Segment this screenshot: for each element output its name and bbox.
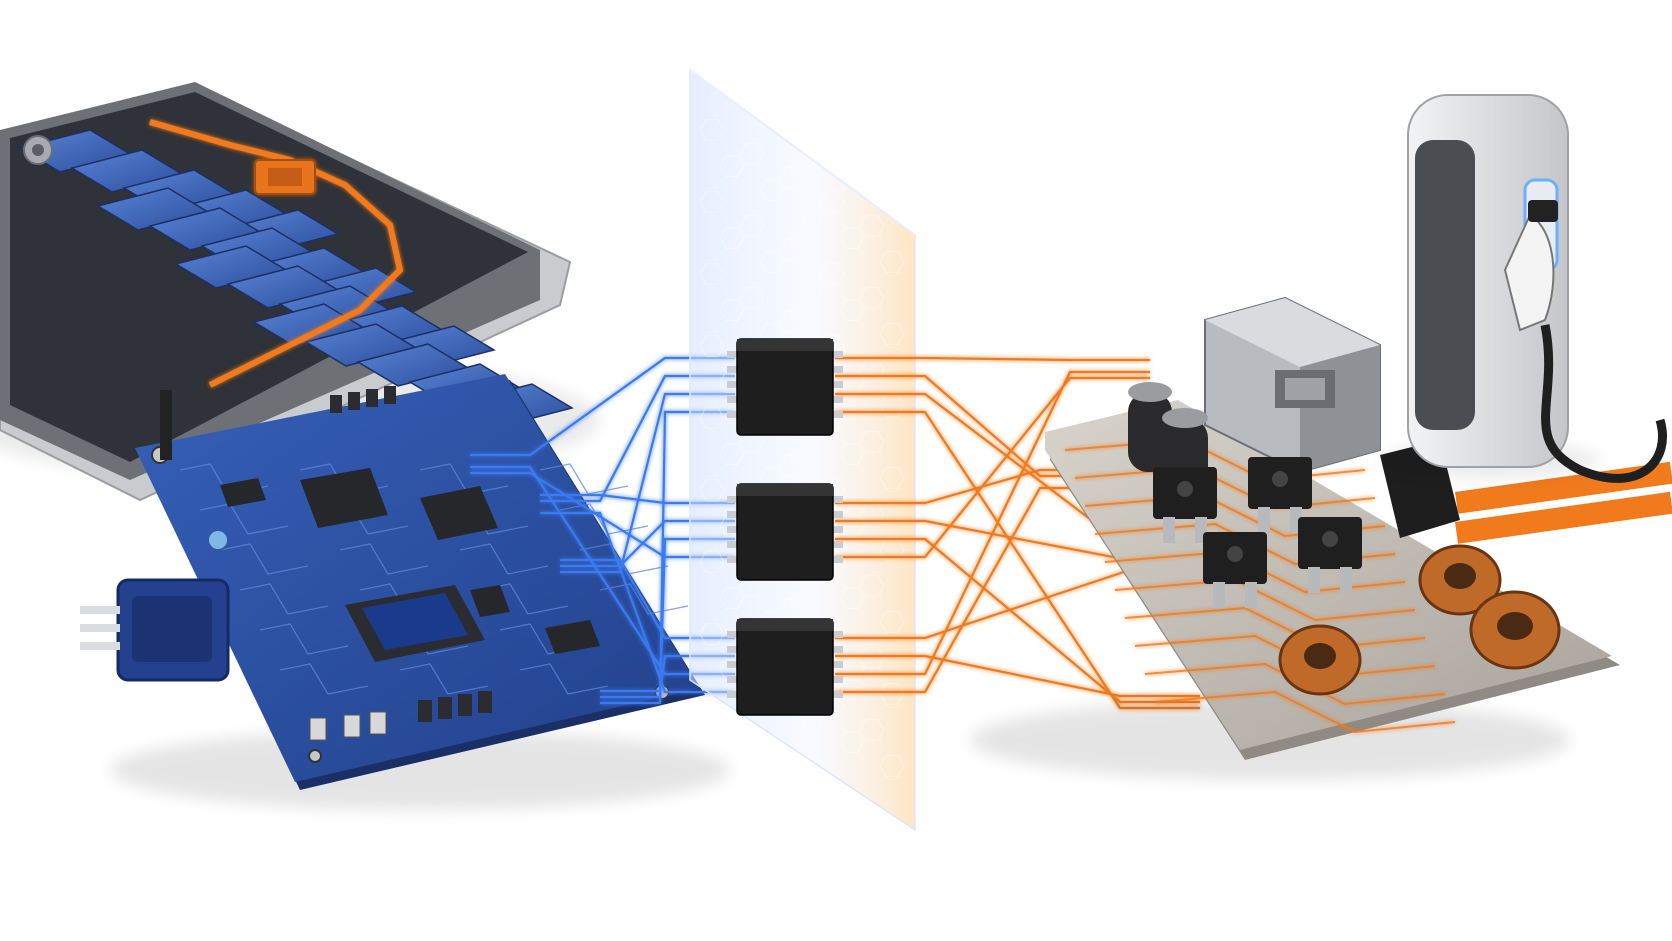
pcb-standoff xyxy=(160,390,172,460)
power-board xyxy=(970,296,1672,780)
control-pcb xyxy=(80,374,730,810)
isolator-chips xyxy=(727,338,843,716)
isolator-chip xyxy=(727,483,843,581)
signal-line xyxy=(540,511,735,694)
inductor-coil xyxy=(1469,590,1561,670)
power-line xyxy=(835,356,1150,362)
pcb-chip-cpu xyxy=(345,585,485,662)
power-line xyxy=(835,370,1150,676)
isolation-barrier xyxy=(689,68,918,832)
mosfet xyxy=(1203,532,1267,608)
pcb-chip-mcu xyxy=(300,468,388,528)
pcb-chip-aux xyxy=(420,486,498,540)
isolator-chip xyxy=(727,338,843,436)
power-line xyxy=(835,376,1150,559)
charger-cable xyxy=(1540,324,1667,483)
power-line xyxy=(835,654,1200,698)
battery-harness xyxy=(149,119,404,388)
inductor-coil xyxy=(1418,544,1502,616)
pcb-connector xyxy=(80,578,230,682)
mosfet xyxy=(1298,517,1362,593)
inductor-coil xyxy=(1278,624,1362,696)
charger-plug-icon xyxy=(1503,213,1555,332)
isolator-chip xyxy=(727,618,843,716)
ev-charger xyxy=(1380,94,1667,483)
power-mosfets xyxy=(1153,457,1362,608)
mosfet xyxy=(1248,457,1312,533)
heatsink-module xyxy=(1204,296,1381,474)
battery-cells xyxy=(18,129,574,427)
capacitor xyxy=(1128,382,1172,472)
